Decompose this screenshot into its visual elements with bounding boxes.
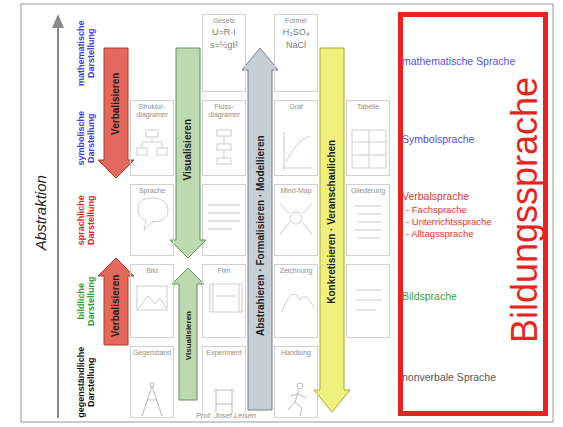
row-label: gegenständliche Darstellung	[76, 343, 97, 421]
language-item: - Alltagssprache	[406, 229, 474, 239]
faded-box: Struktur-diagramm	[130, 100, 174, 176]
box-title: Zeichnung	[276, 267, 316, 275]
axis-head	[52, 14, 64, 28]
row-label: bildliche Darstellung	[76, 262, 97, 340]
formula: H₂SO₄	[276, 27, 316, 38]
verbalize-arrow	[98, 48, 134, 178]
row-label: symbolische Darstellung	[76, 99, 97, 177]
faded-box: Gliederung	[346, 184, 390, 256]
arrow-label: Verbalisieren	[110, 275, 122, 337]
faded-box: Gegenstand	[130, 346, 174, 418]
box-title: Experiment	[204, 349, 244, 357]
box-title: Graf	[276, 103, 316, 111]
faded-box: Mind-Map	[274, 184, 318, 256]
box-title: Tabelle	[348, 103, 388, 111]
box-title: Struktur-diagramm	[132, 103, 172, 119]
arrow-label: Abstrahieren · Formalisieren · Modellier…	[254, 135, 266, 336]
arrow-label: Visualisieren	[184, 310, 193, 359]
arrow-label: Visualisieren	[182, 119, 194, 181]
box-title: Gliederung	[348, 187, 388, 195]
box-title: Fluss-diagramm	[204, 103, 244, 119]
language-item: Bildsprache	[402, 291, 457, 303]
faded-box	[347, 265, 390, 338]
faded-box: Sprache	[130, 184, 174, 256]
box-title: Sprache	[132, 187, 172, 195]
language-item: mathematische Sprache	[402, 56, 515, 68]
faded-box: Graf	[274, 100, 318, 176]
language-item: - Unterrichtssprache	[406, 217, 492, 227]
language-item: - Fachsprache	[406, 205, 467, 215]
faded-box: Film	[202, 264, 246, 338]
frame	[21, 4, 553, 422]
box-title: Bild	[132, 267, 172, 275]
box-title: Gesetz	[204, 17, 244, 25]
language-frame: mathematische SpracheSymbolspracheVerbal…	[398, 12, 548, 416]
box-title: Handlung	[276, 349, 316, 357]
faded-box: GesetzU=R·I s=½gt²	[202, 14, 246, 92]
box-title: Film	[204, 267, 244, 275]
frame-title: Bildungssprache	[507, 77, 543, 343]
abstraction-arrow	[242, 48, 278, 410]
concretize-arrow	[314, 48, 350, 412]
faded-box	[203, 185, 246, 256]
arrow-label: Konkretisieren · Veranschaulichen	[326, 140, 338, 304]
arrow-label: Verbalisieren	[110, 73, 122, 135]
visualize-arrow	[170, 48, 206, 258]
formula: U=R·I	[204, 27, 244, 38]
language-item: nonverbale Sprache	[402, 372, 496, 384]
row-label: sprachliche Darstellung	[76, 181, 97, 259]
faded-box: Experiment	[202, 346, 246, 418]
box-title: Formel	[276, 17, 316, 25]
faded-box: Zeichnung	[274, 264, 318, 338]
language-item: Verbalsprache	[402, 191, 469, 203]
faded-box: Fluss-diagramm	[202, 100, 246, 176]
row-label: mathematische Darstellung	[76, 14, 97, 92]
watermark: Prof. Josef Leisen	[194, 412, 258, 421]
formula: NaCl	[276, 40, 316, 51]
box-title: Gegenstand	[132, 349, 172, 357]
axis-line	[57, 26, 59, 418]
formula: s=½gt²	[204, 40, 244, 51]
faded-box: Bild	[130, 264, 174, 338]
faded-box: Handlung	[274, 346, 318, 418]
faded-box: FormelH₂SO₄ NaCl	[274, 14, 318, 92]
axis-label: Abstraktion	[31, 175, 48, 250]
box-title: Mind-Map	[276, 187, 316, 195]
faded-box: Tabelle	[346, 100, 390, 176]
verbalize-arrow	[98, 258, 134, 345]
visualize-arrow	[172, 268, 204, 400]
language-item: Symbolsprache	[402, 134, 474, 146]
